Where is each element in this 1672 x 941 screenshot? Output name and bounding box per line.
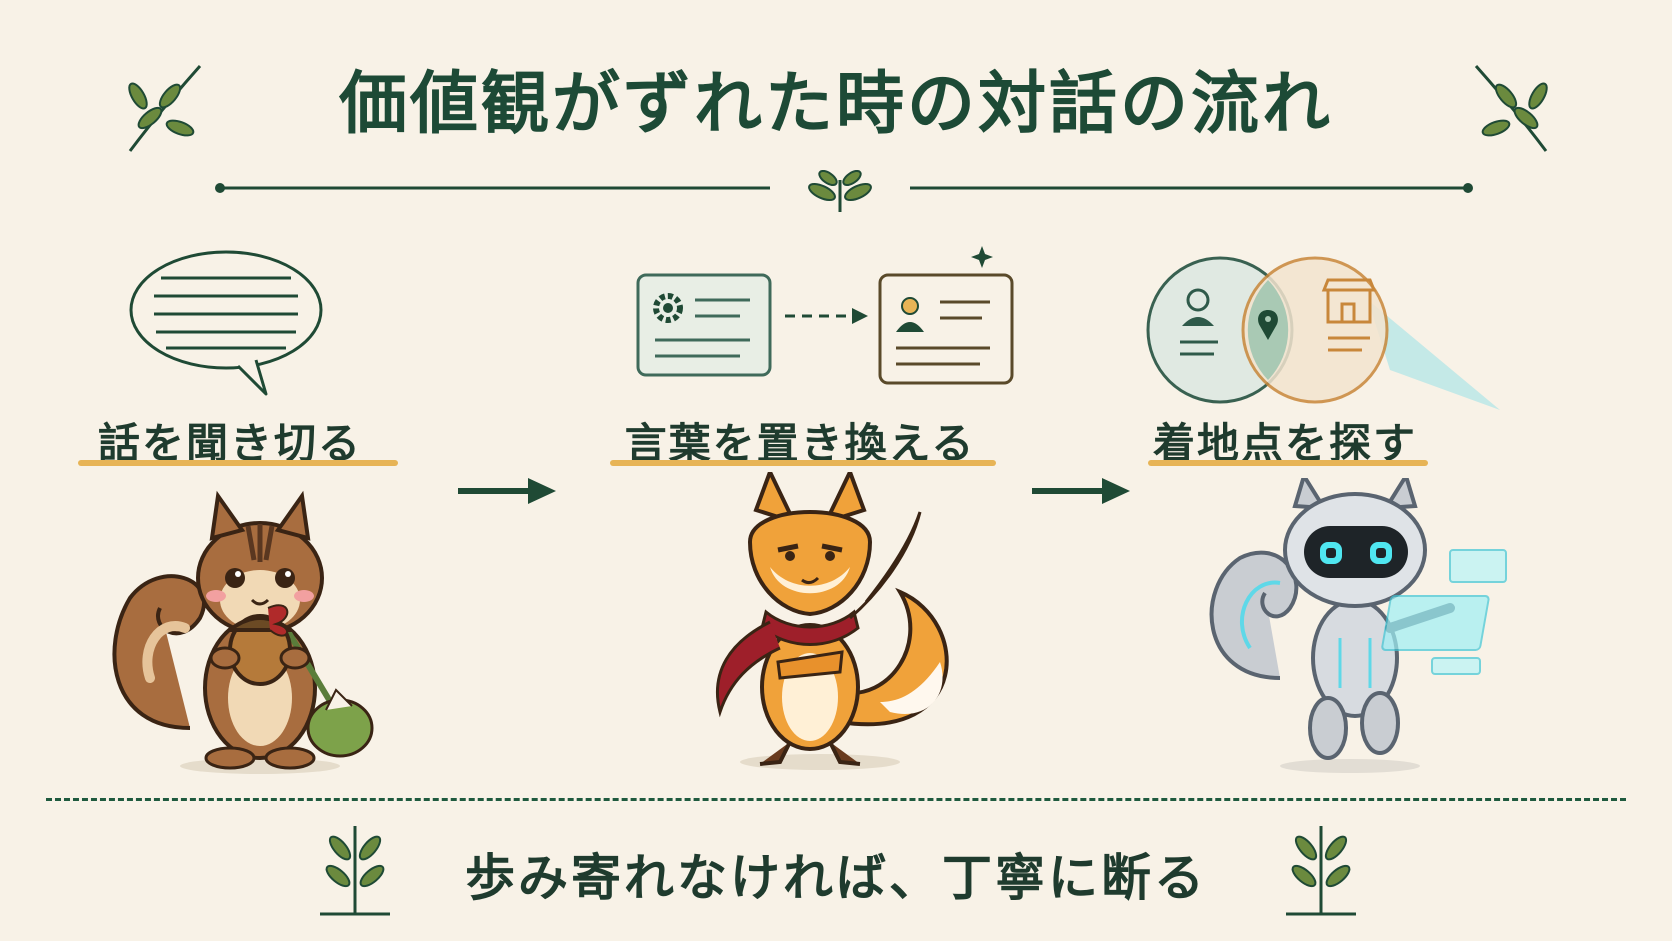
step-2-label: 言葉を置き換える xyxy=(624,419,976,468)
title-divider xyxy=(215,170,1473,212)
step-1-label: 話を聞き切る xyxy=(97,419,362,468)
page-title: 価値観がずれた時の対話の流れ xyxy=(338,65,1333,144)
footer-message: 歩み寄れなければ、丁寧に断る xyxy=(465,849,1207,907)
right-leaf-sprig-icon xyxy=(1474,65,1548,152)
venn-diagram-icon xyxy=(1146,256,1500,410)
step-3-underline xyxy=(1148,460,1428,466)
flow-arrow-icon xyxy=(458,478,556,504)
left-leaf-sprig-icon xyxy=(320,826,390,916)
card-replace-icon xyxy=(636,246,1014,385)
robot-squirrel-character-icon xyxy=(1209,478,1507,773)
step-1-underline xyxy=(78,460,398,466)
squirrel-character-icon xyxy=(112,490,374,774)
speech-bubble-icon xyxy=(129,250,323,396)
left-leaf-sprig-icon xyxy=(128,65,202,152)
fox-character-icon xyxy=(715,472,949,770)
step-2-underline xyxy=(610,460,996,466)
right-leaf-sprig-icon xyxy=(1286,826,1356,916)
step-3-label: 着地点を探す xyxy=(1152,419,1417,468)
dashed-divider xyxy=(46,798,1626,801)
flow-arrow-icon xyxy=(1032,478,1130,504)
